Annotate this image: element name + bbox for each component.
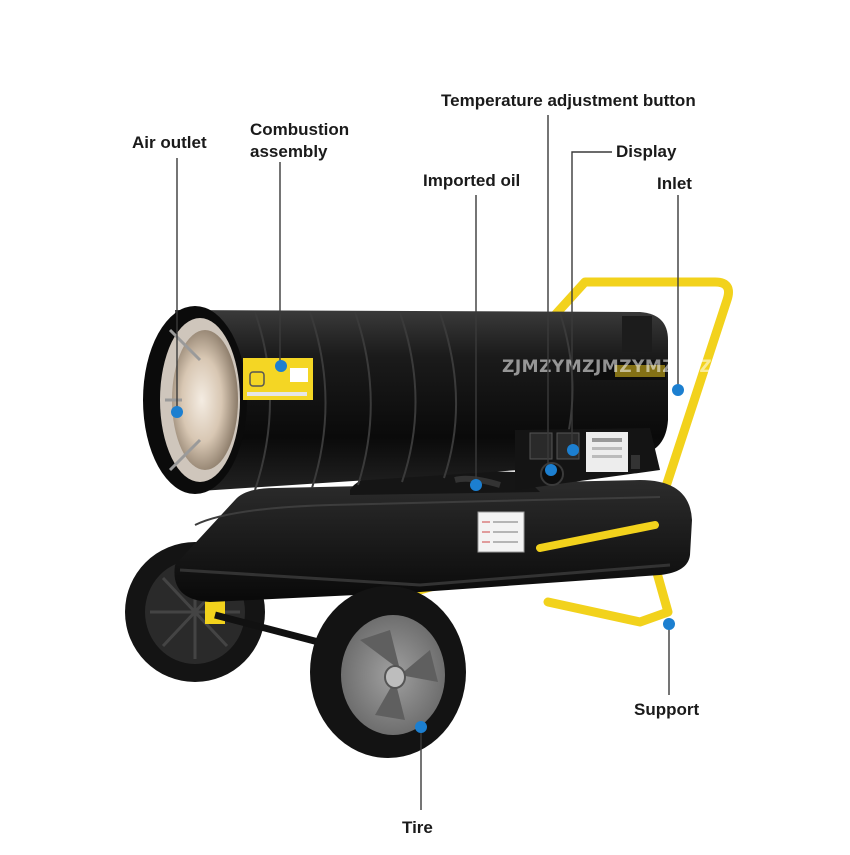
label-inlet: Inlet bbox=[657, 174, 692, 193]
callout-dot-inlet bbox=[672, 384, 684, 396]
label-combustion-line2: assembly bbox=[250, 142, 328, 161]
callout-dot-temperature bbox=[545, 464, 557, 476]
label-support: Support bbox=[634, 700, 700, 719]
callout-dot-air-outlet bbox=[171, 406, 183, 418]
label-combustion-line1: Combustion bbox=[250, 120, 350, 139]
callout-lines bbox=[176, 115, 679, 810]
front-frame-rail bbox=[536, 521, 659, 626]
air-outlet-nozzle bbox=[143, 306, 247, 494]
oil-tube bbox=[454, 475, 501, 488]
label-imported-oil: Imported oil bbox=[423, 171, 521, 190]
label-temperature-button: Temperature adjustment button bbox=[441, 91, 696, 110]
callout-dot-support bbox=[663, 618, 675, 630]
watermark-text: ZJMZYMZJMZYMZJMZYM bbox=[502, 357, 742, 377]
fuel-tank bbox=[174, 480, 692, 602]
front-wheel bbox=[310, 586, 466, 758]
callout-dot-display bbox=[567, 444, 579, 456]
callout-dot-imported-oil bbox=[470, 479, 482, 491]
label-air-outlet: Air outlet bbox=[132, 133, 207, 152]
label-display: Display bbox=[616, 142, 677, 161]
callout-dot-combustion bbox=[275, 360, 287, 372]
combustion-plate bbox=[243, 358, 313, 400]
callout-dots bbox=[171, 360, 684, 733]
label-tire: Tire bbox=[402, 818, 433, 837]
callout-dot-tire bbox=[415, 721, 427, 733]
